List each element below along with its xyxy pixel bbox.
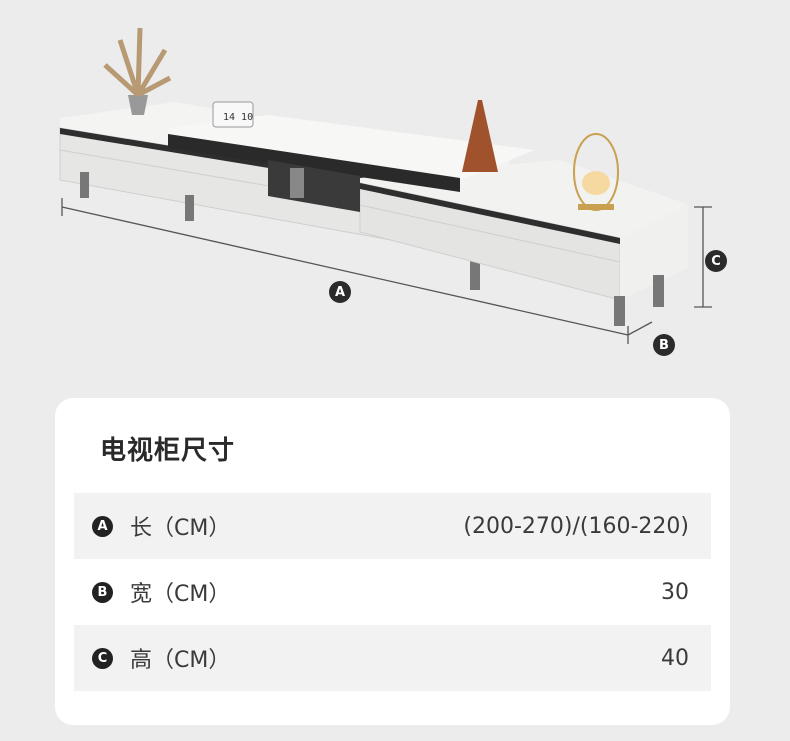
eiffel-tower [462, 100, 498, 172]
spec-value: 30 [661, 579, 689, 605]
product-image: 14 10 A C B [59, 27, 727, 356]
dimension-line-a [61, 206, 629, 336]
spec-label: 长（CM） [130, 516, 231, 541]
raised-board [168, 115, 535, 180]
marker-c: C [705, 250, 727, 272]
clock [212, 101, 254, 128]
marker-b-icon: B [92, 581, 113, 603]
marker-a-icon: A [92, 515, 113, 537]
pampas-grass [103, 27, 172, 98]
spec-label: 宽（CM） [130, 582, 231, 607]
spec-row-width: B 宽（CM） 30 [74, 559, 711, 625]
marker-c-icon: C [92, 647, 113, 669]
vase [128, 95, 148, 115]
spec-row-height: C 高（CM） 40 [74, 625, 711, 691]
marker-b: B [653, 334, 675, 356]
card-title: 电视柜尺寸 [100, 436, 236, 466]
spec-value: (200-270)/(160-220) [463, 513, 689, 539]
marker-a: A [329, 281, 351, 303]
clock-text: 14 10 [223, 112, 253, 123]
spec-row-length: A 长（CM） (200-270)/(160-220) [74, 493, 711, 559]
tv-cabinet-illustration: 14 10 [59, 27, 712, 344]
spec-label: 高（CM） [130, 648, 231, 673]
spec-value: 40 [661, 645, 689, 671]
dimension-line-b [627, 321, 653, 336]
spec-card: 电视柜尺寸 A 长（CM） (200-270)/(160-220) B 宽（CM… [55, 398, 730, 725]
